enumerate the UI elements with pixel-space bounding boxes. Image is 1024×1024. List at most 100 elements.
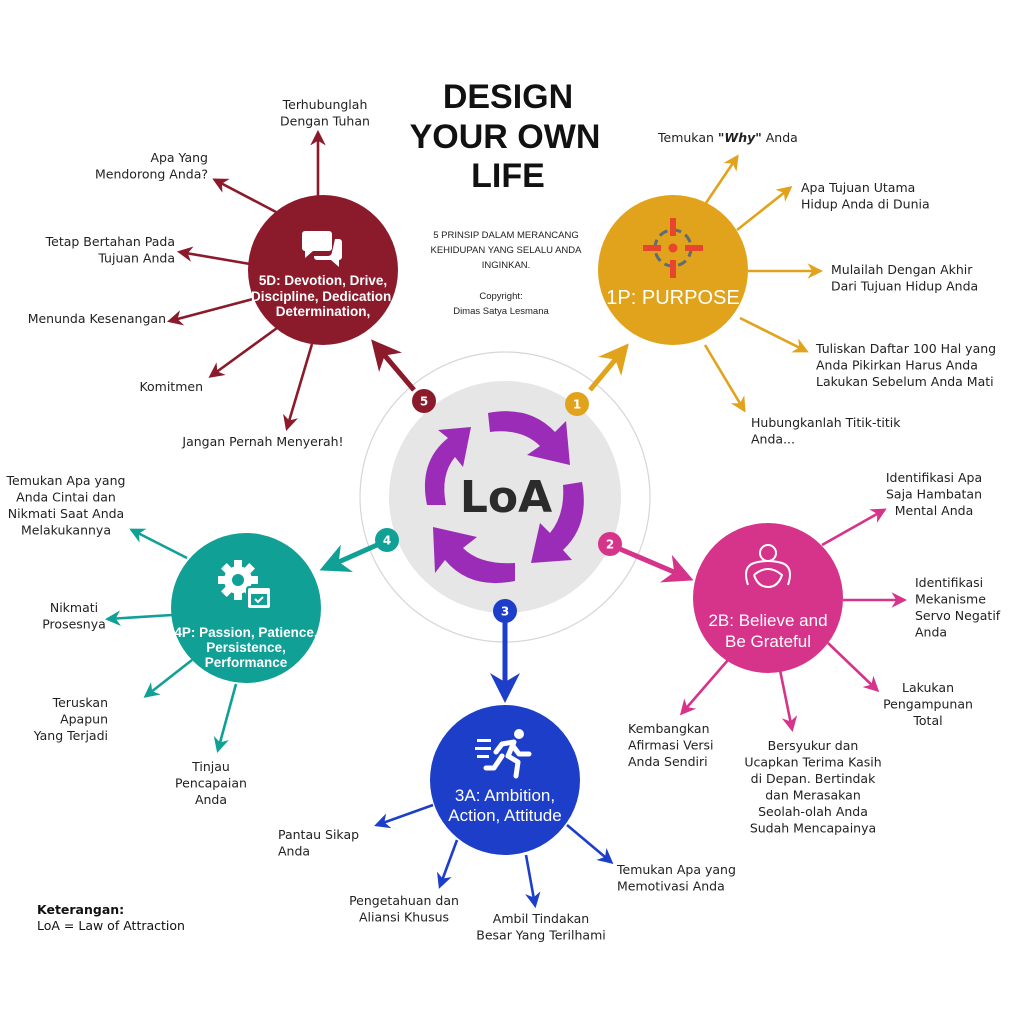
branch-label-line: Seolah-olah Anda xyxy=(758,804,868,819)
legend-text: LoA = Law of Attraction xyxy=(37,918,185,933)
branch-label-line: Terhubunglah xyxy=(282,97,368,112)
branch-arrow xyxy=(703,344,746,413)
principle-label: 4P: Passion, Patience, xyxy=(174,625,317,640)
branch-label: Temukan "Why" Anda xyxy=(657,130,798,145)
connector-arrow xyxy=(371,339,416,392)
text-part: Anda xyxy=(762,130,798,145)
branch-arrow xyxy=(166,297,254,326)
branch-label-line: Mekanisme xyxy=(915,592,986,607)
branch-label-line: Pantau Sikap xyxy=(278,827,359,842)
branch-arrow xyxy=(778,669,798,733)
branch-label-line: Temukan Apa yang xyxy=(6,473,126,488)
branch-arrow xyxy=(129,528,188,560)
branch-arrow xyxy=(143,658,193,698)
branch-label: Menunda Kesenangan xyxy=(28,311,166,326)
branch-arrow xyxy=(437,839,459,889)
branch-label-line: Afirmasi Versi xyxy=(628,738,714,753)
branch-label-line: Temukan Apa yang xyxy=(616,862,736,877)
branch-arrow xyxy=(283,343,314,431)
connector-arrow xyxy=(588,343,629,392)
cycle-arrows-icon xyxy=(424,411,584,584)
emphasis-why: "Why" xyxy=(718,130,762,145)
branch-label-line: Hubungkanlah Titik-titik xyxy=(751,415,901,430)
principle-circle xyxy=(693,523,843,673)
principle-label: Discipline, Dedication, xyxy=(251,289,395,304)
branch-arrow xyxy=(566,824,614,865)
step-badge-circle xyxy=(412,389,436,413)
text-part: Temukan xyxy=(657,130,718,145)
branch-label-line: Mental Anda xyxy=(895,503,973,518)
principle-circle xyxy=(248,195,398,345)
branch-label-line: Saja Hambatan xyxy=(886,487,982,502)
branch-arrow xyxy=(212,178,277,214)
legend-heading: Keterangan: xyxy=(37,902,124,917)
step-badge-circle xyxy=(565,392,589,416)
connector-arrow xyxy=(319,542,379,573)
branch-label-line: Temukan "Why" Anda xyxy=(657,130,798,145)
branch-label-line: Sudah Mencapainya xyxy=(750,821,876,836)
branch-label-line: Servo Negatif xyxy=(915,608,1001,623)
branch-label-line: dan Merasakan xyxy=(765,788,861,803)
principle-label: Performance xyxy=(205,655,288,670)
branch-label-line: Aliansi Khusus xyxy=(359,910,449,925)
branch-label-line: Melakukannya xyxy=(21,523,111,538)
copyright-label: Copyright: xyxy=(479,291,522,302)
branch-label-line: Pengetahuan dan xyxy=(349,893,459,908)
branch-label-line: Yang Terjadi xyxy=(33,728,108,743)
branch-arrow xyxy=(827,642,880,693)
branch-label-line: Mendorong Anda? xyxy=(95,167,208,182)
principle-label: Persistence, xyxy=(206,640,286,655)
branch-arrow xyxy=(524,854,541,909)
principle-label: 5D: Devotion, Drive, xyxy=(259,273,387,288)
branch-label-line: Tetap Bertahan Pada xyxy=(45,234,175,249)
branch-label-line: Tuliskan Daftar 100 Hal yang xyxy=(815,341,996,356)
branch-label-line: Menunda Kesenangan xyxy=(28,311,166,326)
title-line: LIFE xyxy=(471,157,545,195)
branch-arrow xyxy=(374,803,434,829)
step-badge-number: 2 xyxy=(606,538,614,552)
target-crosshair-icon xyxy=(643,218,703,278)
title-block: DESIGN YOUR OWN LIFE 5 PRINSIP DALAM MER… xyxy=(410,78,601,317)
step-badge-circle xyxy=(493,599,517,623)
step-badge: 1 xyxy=(565,392,589,416)
branch-label-line: Anda xyxy=(195,792,227,807)
branch-label-line: Anda xyxy=(278,844,310,859)
branch-arrow xyxy=(176,246,251,266)
branch-label-line: Identifikasi xyxy=(915,575,983,590)
step-badge: 3 xyxy=(493,599,517,623)
branch-arrow xyxy=(739,316,809,353)
principle-label: 3A: Ambition, xyxy=(455,786,555,805)
subtitle-line: KEHIDUPAN YANG SELALU ANDA xyxy=(431,245,583,256)
step-badge-number: 1 xyxy=(573,398,581,412)
branch-label-line: Anda Cintai dan xyxy=(16,490,116,505)
gear-checklist-icon xyxy=(218,560,272,610)
principle-label: Be Grateful xyxy=(725,632,811,651)
subtitle-line: INGINKAN. xyxy=(482,260,531,271)
branch-label-line: di Depan. Bertindak xyxy=(751,771,876,786)
title-line: YOUR OWN xyxy=(410,118,601,156)
branch-label-line: Mulailah Dengan Akhir xyxy=(831,262,973,277)
branch-label-line: Prosesnya xyxy=(42,617,106,632)
branch-label-line: Lakukan xyxy=(902,680,954,695)
branch-arrow xyxy=(679,659,729,716)
branch-arrow xyxy=(736,186,793,232)
branch-label-line: Tujuan Anda xyxy=(97,251,175,266)
principle-label: 2B: Believe and xyxy=(708,611,827,630)
branch-label-line: Komitmen xyxy=(139,379,203,394)
branch-label-line: Nikmati Saat Anda xyxy=(8,506,124,521)
branch-label-line: Bersyukur dan xyxy=(768,738,859,753)
